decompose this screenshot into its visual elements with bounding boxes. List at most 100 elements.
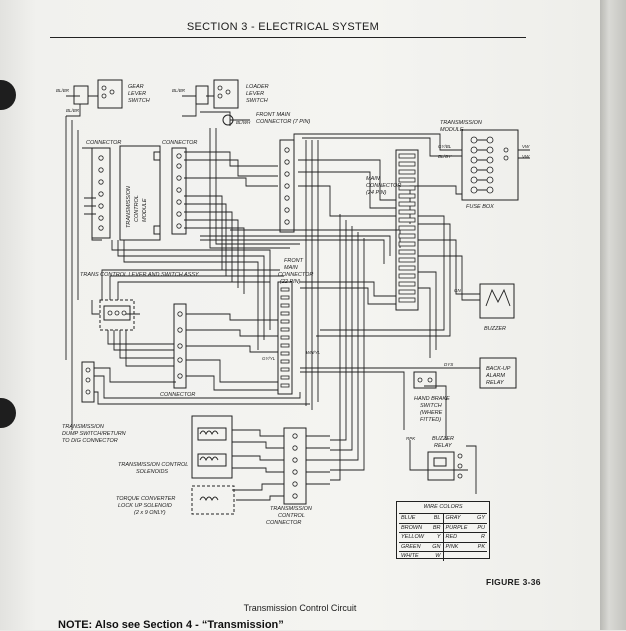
wire-line	[409, 185, 462, 224]
terminal-pin	[98, 215, 104, 221]
section-header: SECTION 3 - ELECTRICAL SYSTEM	[186, 21, 380, 33]
terminal-pin	[280, 367, 290, 372]
terminal-pin	[114, 310, 120, 316]
terminal-pin	[292, 493, 298, 499]
binder-hole-top	[0, 80, 16, 110]
label-buzzer: BUZZER	[484, 326, 506, 332]
component-loader-lever-switch	[195, 79, 239, 109]
label-hand-brake-1: HAND BRAKE	[414, 396, 450, 402]
wire-line	[236, 495, 284, 501]
label-backup-2: ALARM	[485, 373, 505, 379]
wire-line	[107, 330, 174, 345]
wiring-lines	[65, 95, 530, 501]
label-backup-1: BACK-UP	[486, 366, 511, 372]
terminal-pin	[280, 351, 290, 356]
wire-line	[232, 455, 284, 461]
terminal-pin	[217, 85, 223, 91]
component-fuse-box	[461, 129, 519, 201]
label-buzzer-relay-1: BUZZER	[432, 436, 454, 442]
terminal-pin	[176, 223, 182, 229]
label-fuse-box: FUSE BOX	[466, 204, 494, 210]
wire-line	[424, 385, 447, 440]
label-hand-brake-2: SWITCH	[420, 403, 442, 409]
wire-line	[298, 171, 396, 209]
terminal-pin	[225, 89, 231, 95]
tag-gy-yl: GY/YL	[262, 356, 276, 361]
component-back-up-alarm-relay	[479, 357, 517, 389]
tag-bl-wh: BL/WH	[236, 120, 251, 125]
terminal-pin	[398, 209, 416, 215]
terminal-pin	[280, 343, 290, 348]
component-transmission-control-module	[119, 145, 161, 241]
label-trans-solenoids-1: TRANSMISSION CONTROL	[118, 462, 188, 468]
component-trans-control-lever-assy	[99, 299, 135, 331]
terminal-pin	[479, 357, 517, 389]
terminal-pin	[177, 311, 183, 317]
terminal-pin	[470, 136, 478, 144]
terminal-pin	[470, 146, 478, 154]
tag-bl-br-1: BL/BR	[56, 88, 70, 93]
terminal-pin	[280, 311, 290, 316]
legend-color-code: R	[481, 534, 485, 540]
terminal-pin	[73, 85, 89, 105]
terminal-pin	[280, 335, 290, 340]
wire-line	[119, 330, 174, 359]
legend-color-code: PU	[477, 524, 485, 531]
terminal-pin	[98, 167, 104, 173]
label-hand-brake-4: FITTED)	[420, 417, 441, 423]
tag-dys: DYS	[444, 362, 453, 367]
terminal-pin	[91, 147, 111, 239]
terminal-pin	[121, 310, 127, 316]
terminal-pin	[486, 176, 494, 184]
terminal-pin	[98, 203, 104, 209]
wire-line	[300, 287, 396, 305]
component-buzzer-relay	[427, 451, 463, 481]
terminal-pin	[398, 289, 416, 295]
terminal-pin	[292, 469, 298, 475]
section-note: NOTE: Also see Section 4 - “Transmission…	[58, 619, 284, 631]
terminal-pin	[176, 163, 182, 169]
terminal-pin	[109, 89, 115, 95]
legend-color-code: W	[435, 553, 441, 559]
wire-line	[66, 104, 81, 117]
component-gear-lever-switch	[73, 79, 123, 109]
terminal-pin	[292, 433, 298, 439]
legend-color-name: PINK	[445, 543, 459, 550]
label-group	[280, 287, 290, 388]
terminal-pin	[280, 359, 290, 364]
label-tc-connector-2: CONTROL	[278, 513, 305, 519]
terminal-pin	[398, 177, 416, 183]
label-torque-converter-3: (2 x 9 ONLY)	[134, 510, 166, 516]
label-gear-lever-3: SWITCH	[128, 98, 150, 104]
terminal-pin	[479, 283, 515, 319]
terminal-pin	[284, 219, 290, 225]
terminal-pin	[413, 371, 437, 389]
terminal-pin	[457, 463, 463, 469]
terminal-pin	[398, 217, 416, 223]
wire-line	[182, 104, 231, 126]
terminal-pin	[284, 147, 290, 153]
binder-hole-bottom	[0, 398, 16, 428]
terminal-pin	[85, 389, 91, 395]
terminal-pin	[176, 187, 182, 193]
terminal-pin	[98, 179, 104, 185]
label-front-main-7-1: FRONT MAIN	[256, 112, 290, 118]
wire-line	[94, 375, 301, 399]
wire-line	[306, 435, 330, 485]
terminal-pin	[98, 155, 104, 161]
figure-label: FIGURE 3-36	[486, 577, 541, 587]
wire-line	[94, 367, 176, 383]
label-group	[470, 136, 509, 194]
label-trans-control-lever: TRANS CONTROL LEVER AND SWITCH ASSY.	[80, 272, 200, 278]
terminal-pin	[486, 156, 494, 164]
wire-line	[418, 287, 431, 358]
terminal-pin	[280, 287, 290, 292]
terminal-pin	[284, 207, 290, 213]
label-dump-switch-3: TO DIG CONNECTOR	[62, 438, 118, 444]
label-backup-3: RELAY	[486, 380, 504, 386]
